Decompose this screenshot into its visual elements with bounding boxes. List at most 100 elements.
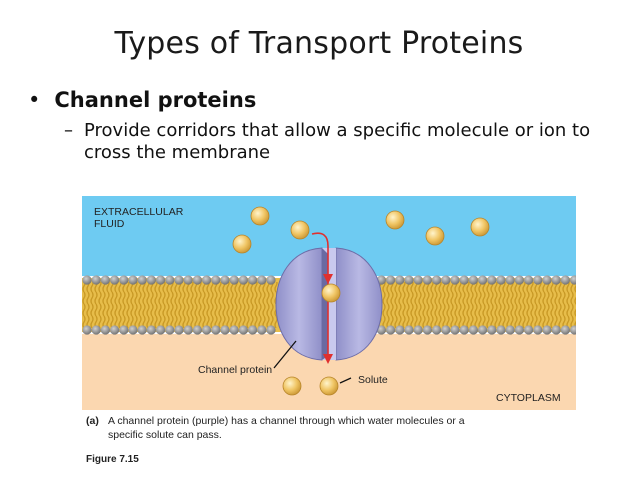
lipid-head [147, 275, 156, 284]
lipid-head [230, 275, 239, 284]
lipid-head [101, 325, 110, 334]
lipid-head [432, 275, 441, 284]
solute-molecule [233, 235, 251, 253]
lipid-head [404, 325, 413, 334]
lipid-head [386, 325, 395, 334]
figure-number: Figure 7.15 [86, 454, 139, 465]
lipid-head [441, 325, 450, 334]
lipid-head [533, 275, 542, 284]
lipid-head [257, 325, 266, 334]
lipid-head [156, 325, 165, 334]
lipid-head [423, 325, 432, 334]
lipid-head [515, 325, 524, 334]
lipid-head [404, 275, 413, 284]
solute-molecule [251, 207, 269, 225]
lipid-head [552, 325, 561, 334]
lipid-head [460, 275, 469, 284]
lipid-head [128, 275, 137, 284]
lipid-head [515, 275, 524, 284]
lipid-head [138, 325, 147, 334]
bullet-text: Channel proteins [54, 88, 256, 112]
solute-molecule [322, 284, 340, 302]
lipid-head [110, 275, 119, 284]
sub-bullet-text: Provide corridors that allow a specific … [64, 120, 624, 164]
lipid-head [193, 275, 202, 284]
lipid-head [138, 275, 147, 284]
lipid-head [230, 325, 239, 334]
lipid-head [561, 275, 570, 284]
solute-label: Solute [358, 374, 388, 386]
lipid-head [211, 275, 220, 284]
lipid-head [147, 325, 156, 334]
lipid-head [552, 275, 561, 284]
solute-molecule [386, 211, 404, 229]
lipid-head [257, 275, 266, 284]
lipid-head [184, 325, 193, 334]
solute-molecule [471, 218, 489, 236]
dash-icon: – [64, 120, 73, 142]
lipid-head [202, 275, 211, 284]
caption-tag: (a) [86, 414, 99, 428]
solute-molecule [426, 227, 444, 245]
lipid-head [82, 275, 91, 284]
lipid-head [184, 275, 193, 284]
lipid-head [101, 275, 110, 284]
lipid-head [506, 275, 515, 284]
lipid-head [478, 325, 487, 334]
lipid-head [211, 325, 220, 334]
extracellular-label: EXTRACELLULAR FLUID [94, 206, 183, 230]
lipid-head [487, 325, 496, 334]
lipid-head [533, 325, 542, 334]
lipid-head [239, 325, 248, 334]
lipid-head [165, 275, 174, 284]
lipid-head [524, 325, 533, 334]
lipid-head [128, 325, 137, 334]
lipid-head [110, 325, 119, 334]
lipid-head [542, 325, 551, 334]
lipid-head [496, 275, 505, 284]
lipid-head [542, 275, 551, 284]
lipid-head [156, 275, 165, 284]
lipid-head [165, 325, 174, 334]
slide-title: Types of Transport Proteins [0, 26, 638, 61]
lipid-head [248, 325, 257, 334]
lipid-head [174, 325, 183, 334]
lipid-head [469, 325, 478, 334]
lipid-head [386, 275, 395, 284]
lipid-head [248, 275, 257, 284]
lipid-head [414, 275, 423, 284]
lipid-head [469, 275, 478, 284]
bullet-channel-proteins: • Channel proteins [28, 88, 256, 112]
lipid-head [395, 275, 404, 284]
channel-protein-figure: EXTRACELLULAR FLUID Channel protein Solu… [82, 196, 576, 410]
lipid-head [266, 325, 275, 334]
lipid-head [193, 325, 202, 334]
caption-text: A channel protein (purple) has a channel… [86, 414, 466, 442]
figure-caption: (a) A channel protein (purple) has a cha… [86, 414, 466, 442]
lipid-head [92, 275, 101, 284]
lipid-head [450, 325, 459, 334]
lipid-head [119, 325, 128, 334]
lipid-head [506, 325, 515, 334]
cytoplasm-label: CYTOPLASM [496, 392, 561, 404]
lipid-head [487, 275, 496, 284]
lipid-head [460, 325, 469, 334]
lipid-head [220, 275, 229, 284]
lipid-head [395, 325, 404, 334]
lipid-head [478, 275, 487, 284]
lipid-head [202, 325, 211, 334]
channel-protein-label: Channel protein [198, 364, 272, 376]
lipid-head [119, 275, 128, 284]
lipid-head [441, 275, 450, 284]
lipid-head [82, 325, 91, 334]
lipid-head [92, 325, 101, 334]
sub-bullet: – Provide corridors that allow a specifi… [64, 120, 624, 164]
lipid-head [174, 275, 183, 284]
lipid-head [432, 325, 441, 334]
bullet-dot-icon: • [28, 88, 40, 112]
channel-protein-shape [276, 248, 382, 360]
lipid-head [524, 275, 533, 284]
lipid-head [561, 325, 570, 334]
lipid-head [220, 325, 229, 334]
lipid-head [450, 275, 459, 284]
